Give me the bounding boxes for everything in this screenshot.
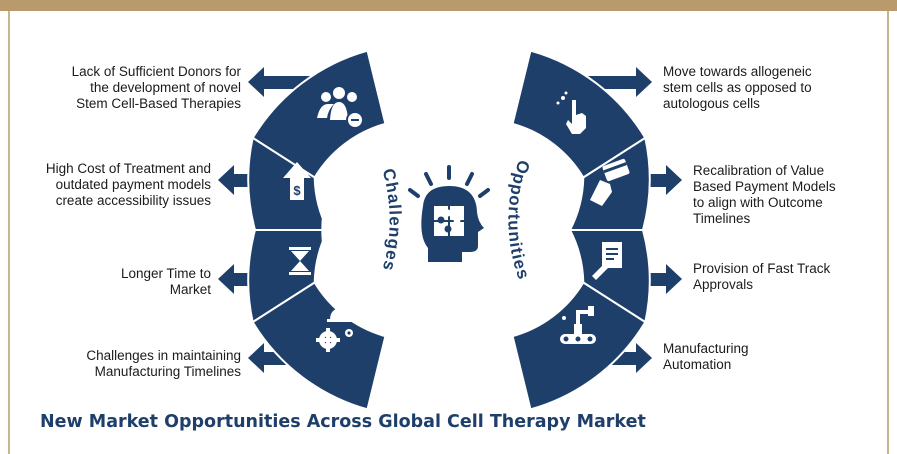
opportunities-fan [511, 49, 651, 411]
challenge-label-4: Challenges in maintaining Manufacturing … [86, 348, 241, 379]
hourglass-icon [289, 247, 311, 275]
top-border [0, 0, 897, 11]
opportunity-label-1: Move towards allogeneic stem cells as op… [663, 64, 812, 111]
head-puzzle-icon [408, 165, 490, 262]
challenges-fan [247, 49, 395, 411]
opportunity-label-3: Provision of Fast Track Approvals [693, 261, 831, 292]
hand-touch-icon [556, 91, 586, 134]
challenges-title: Challenges [379, 167, 405, 274]
challenge-label-2: High Cost of Treatment and outdated paym… [45, 161, 211, 208]
opportunity-label-4: Manufacturing Automation [663, 341, 749, 372]
puzzle-pieces [434, 206, 464, 236]
opportunity-label-2: Recalibration of Value Based Payment Mod… [693, 163, 836, 226]
robot-arm-icon [560, 306, 596, 344]
opportunities-title: Opportunities [504, 158, 533, 283]
hand-card-icon [590, 158, 630, 206]
group-users-icon [317, 87, 364, 129]
document-approval-icon [592, 242, 622, 280]
idea-rays [408, 165, 490, 198]
gears-hardhat-icon [316, 308, 357, 352]
dollar-upload-icon: $ [283, 162, 311, 200]
left-border [8, 11, 10, 454]
figure-caption: New Market Opportunities Across Global C… [40, 412, 646, 432]
right-border [887, 11, 889, 454]
challenge-label-3: Longer Time to Market [120, 266, 211, 297]
svg-text:$: $ [293, 183, 301, 198]
challenge-label-1: Lack of Sufficient Donors for the develo… [71, 64, 241, 111]
